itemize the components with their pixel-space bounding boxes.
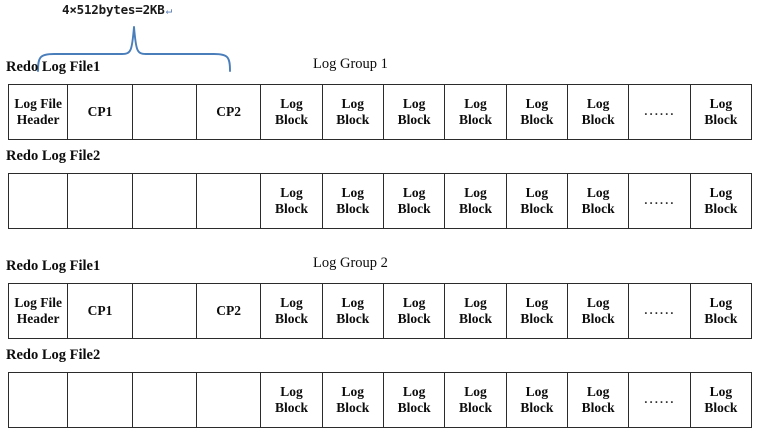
redo-log-file-label-g2f2: Redo Log File2 <box>6 347 101 363</box>
cell-empty <box>132 373 197 427</box>
cell-cp1: CP1 <box>68 284 133 338</box>
redo-log-file-strip-g1f2: Log Block Log Block Log Block Log Block … <box>8 173 753 229</box>
cell-log-block: Log Block <box>261 85 323 139</box>
redo-log-file-strip-g1f1: Log File Header CP1 CP2 Log Block Log Bl… <box>8 84 753 140</box>
log-group-1-label: Log Group 1 <box>313 56 388 72</box>
cell-log-block: Log Block <box>445 284 507 338</box>
cell-log-block: Log Block <box>568 284 630 338</box>
cell-cp2: CP2 <box>196 85 262 139</box>
cell-empty <box>9 373 69 427</box>
cell-log-block: Log Block <box>322 85 384 139</box>
redo-log-file-label-g2f1: Redo Log File1 <box>6 258 101 274</box>
cell-log-block: Log Block <box>506 85 569 139</box>
cell-log-block: Log Block <box>445 85 507 139</box>
size-annotation-text: 4×512bytes=2KB <box>62 2 165 17</box>
cell-log-block: Log Block <box>383 174 446 228</box>
redo-log-file-strip-g2f2: Log Block Log Block Log Block Log Block … <box>8 372 753 428</box>
size-annotation-label: 4×512bytes=2KB↵ <box>62 2 172 17</box>
cell-empty <box>68 373 133 427</box>
cell-log-block: Log Block <box>261 174 323 228</box>
redo-log-file-label-g1f1: Redo Log File1 <box>6 59 101 75</box>
cell-log-block: Log Block <box>506 373 569 427</box>
cell-log-block: Log Block <box>690 174 753 228</box>
cell-empty <box>132 174 197 228</box>
log-group-2-label: Log Group 2 <box>313 255 388 271</box>
cell-log-block: Log Block <box>690 284 753 338</box>
cell-log-block: Log Block <box>445 373 507 427</box>
cell-ellipsis: ······ <box>629 174 691 228</box>
cell-log-block: Log Block <box>322 174 384 228</box>
cell-log-file-header: Log File Header <box>9 85 69 139</box>
cell-log-block: Log Block <box>568 174 630 228</box>
cell-log-block: Log Block <box>322 373 384 427</box>
cell-log-block: Log Block <box>506 284 569 338</box>
cell-log-file-header: Log File Header <box>9 284 69 338</box>
cell-log-block: Log Block <box>261 373 323 427</box>
cell-empty <box>68 174 133 228</box>
cell-log-block: Log Block <box>445 174 507 228</box>
cell-log-block: Log Block <box>322 284 384 338</box>
cell-log-block: Log Block <box>568 373 630 427</box>
cell-empty <box>132 284 197 338</box>
cell-log-block: Log Block <box>690 85 753 139</box>
cell-empty <box>9 174 69 228</box>
redo-log-file-strip-g2f1: Log File Header CP1 CP2 Log Block Log Bl… <box>8 283 753 339</box>
cell-empty <box>132 85 197 139</box>
cell-cp2: CP2 <box>196 284 262 338</box>
cell-log-block: Log Block <box>383 284 446 338</box>
cell-ellipsis: ······ <box>629 373 691 427</box>
redo-log-file-label-g1f2: Redo Log File2 <box>6 148 101 164</box>
cell-empty <box>196 174 262 228</box>
cell-log-block: Log Block <box>383 373 446 427</box>
cell-log-block: Log Block <box>690 373 753 427</box>
cell-ellipsis: ······ <box>629 85 691 139</box>
cell-log-block: Log Block <box>261 284 323 338</box>
paragraph-mark-icon: ↵ <box>165 4 173 17</box>
cell-empty <box>196 373 262 427</box>
cell-log-block: Log Block <box>383 85 446 139</box>
cell-cp1: CP1 <box>68 85 133 139</box>
cell-log-block: Log Block <box>568 85 630 139</box>
cell-log-block: Log Block <box>506 174 569 228</box>
cell-ellipsis: ······ <box>629 284 691 338</box>
